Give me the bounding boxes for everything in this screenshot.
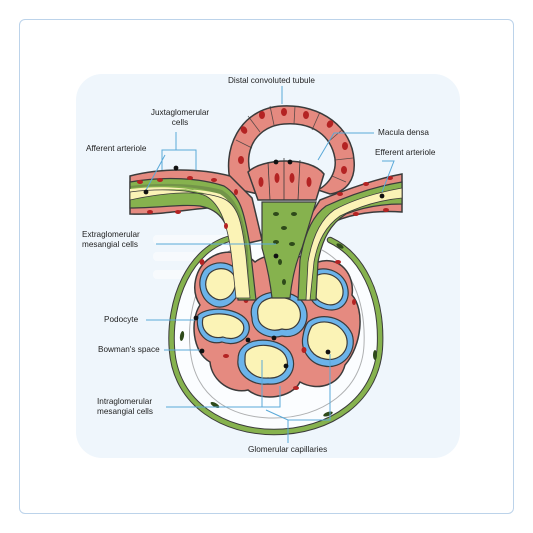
label-macula-densa: Macula densa <box>378 128 429 137</box>
label-efferent-arteriole: Efferent arteriole <box>375 148 436 157</box>
efferent-arteriole <box>297 173 403 301</box>
label-podocyte: Podocyte <box>104 315 139 324</box>
label-bowmans-space: Bowman's space <box>98 345 160 354</box>
label-glomerular-capillaries: Glomerular capillaries <box>248 445 328 454</box>
extraglomerular-mesangium <box>261 201 317 299</box>
label-juxtaglomerular-cells: Juxtaglomerular cells <box>150 108 210 127</box>
pointer-dots <box>143 159 385 369</box>
label-afferent-arteriole: Afferent arteriole <box>86 144 147 153</box>
label-intraglomerular-mesangial-cells: Intraglomerular mesangial cells <box>97 397 153 416</box>
leader-lines <box>144 86 395 443</box>
label-distal-convoluted-tubule: Distal convoluted tubule <box>228 76 315 85</box>
distal-tubule <box>227 105 355 201</box>
label-extraglomerular-mesangial-cells: Extraglomerular mesangial cells <box>82 230 140 249</box>
afferent-arteriole <box>129 169 263 301</box>
